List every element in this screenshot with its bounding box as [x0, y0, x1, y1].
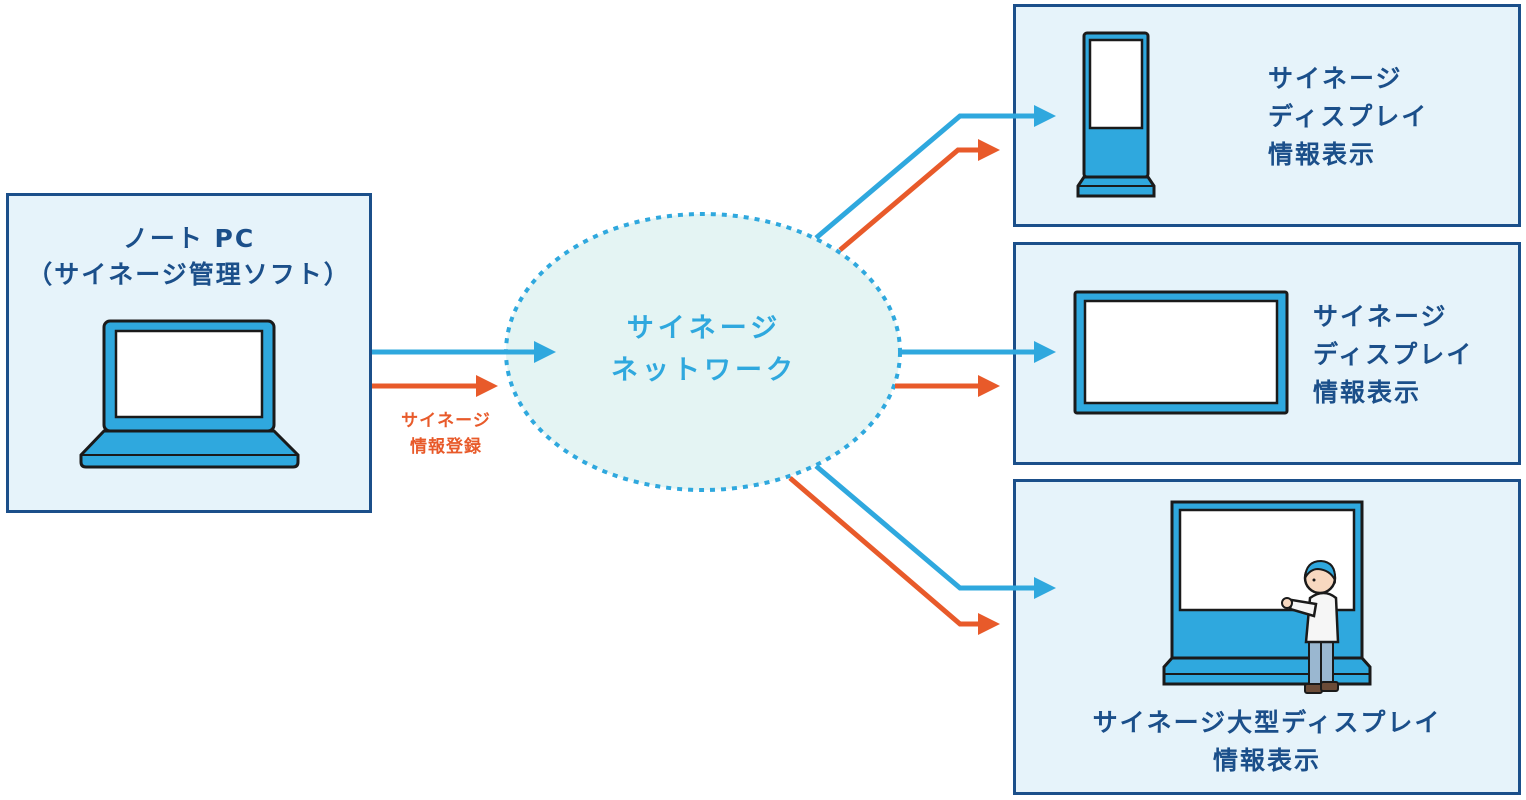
arrow-blue-laptop-to-network: [372, 341, 556, 363]
arrow-blue-network-to-kiosk: [814, 105, 1056, 240]
arrow-blue-network-to-wide: [900, 341, 1056, 363]
kiosk-line2: ディスプレイ: [1268, 102, 1429, 131]
kiosk-display-icon: [1076, 31, 1156, 198]
arrow-orange-laptop-to-network: [372, 375, 498, 397]
register-line1: サイネージ: [401, 411, 491, 431]
person-illustration: [1281, 559, 1340, 694]
register-label: サイネージ 情報登録: [376, 408, 516, 460]
wide-line1: サイネージ: [1313, 302, 1448, 331]
kiosk-line1: サイネージ: [1268, 64, 1403, 93]
large-display-icon: [1162, 500, 1372, 686]
large-display-label: サイネージ大型ディスプレイ 情報表示: [1013, 704, 1521, 780]
arrow-orange-network-to-large: [788, 476, 1000, 635]
arrow-orange-network-to-wide: [895, 375, 1000, 397]
laptop-subtitle: （サイネージ管理ソフト）: [27, 260, 351, 289]
large-line2: 情報表示: [1212, 746, 1321, 775]
wide-display-icon: [1073, 290, 1289, 415]
arrow-blue-network-to-large: [814, 464, 1056, 599]
register-line2: 情報登録: [410, 437, 482, 457]
network-line1: サイネージ: [626, 313, 782, 344]
laptop-icon: [79, 319, 300, 469]
kiosk-line3: 情報表示: [1268, 140, 1377, 169]
laptop-title: ノート PC: [122, 224, 256, 253]
wide-line3: 情報表示: [1313, 378, 1422, 407]
network-line2: ネットワーク: [611, 355, 797, 386]
kiosk-display-label: サイネージ ディスプレイ 情報表示: [1268, 60, 1428, 174]
arrow-orange-network-to-kiosk: [838, 139, 1000, 252]
large-line1: サイネージ大型ディスプレイ: [1092, 708, 1442, 737]
wide-line2: ディスプレイ: [1313, 340, 1474, 369]
wide-display-label: サイネージ ディスプレイ 情報表示: [1313, 298, 1473, 412]
network-label: サイネージ ネットワーク: [590, 308, 818, 392]
